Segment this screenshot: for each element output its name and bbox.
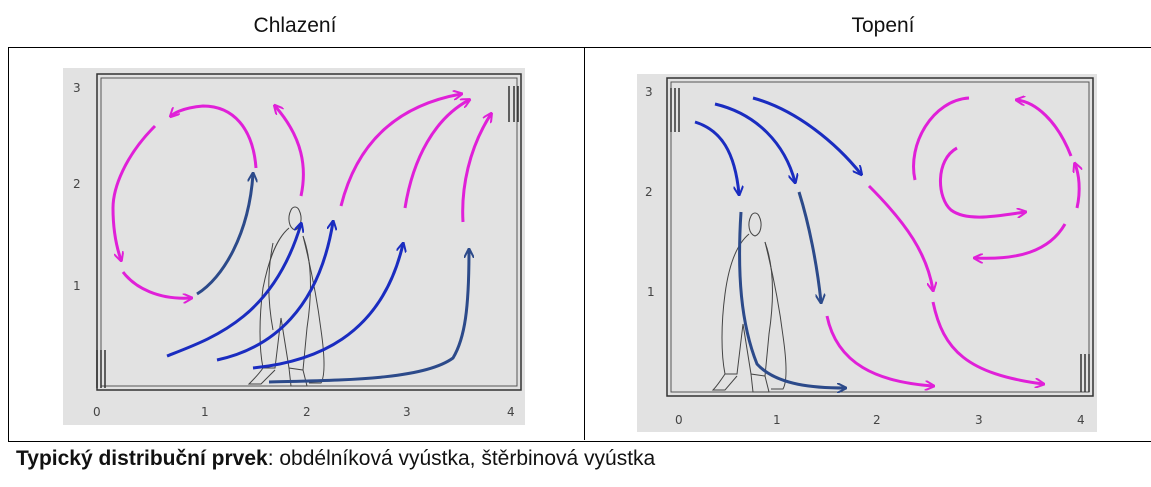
x-tick: 1 — [201, 405, 209, 419]
table-frame — [8, 47, 1151, 442]
airflow-magenta-up — [275, 106, 305, 197]
x-tick: 0 — [675, 413, 683, 427]
x-tick: 3 — [975, 413, 983, 427]
y-tick: 2 — [73, 177, 81, 191]
airflow-blue — [694, 120, 739, 194]
x-tick: 2 — [873, 413, 881, 427]
y-tick: 1 — [647, 285, 655, 299]
airflow-magenta-ring — [912, 96, 970, 181]
cooling-diagram: 3 2 1 0 1 2 3 4 — [63, 68, 525, 425]
outlet-vent-top-right — [508, 86, 519, 122]
x-tick: 1 — [773, 413, 781, 427]
inlet-vent-top-left — [670, 88, 680, 132]
room-walls — [666, 77, 1094, 397]
column-divider — [584, 47, 585, 440]
inlet-vent-bottom-left — [96, 350, 106, 388]
caption-label: Typický distribuční prvek — [16, 447, 268, 470]
airflow-magenta-loop — [171, 104, 258, 169]
person-figure — [247, 206, 325, 387]
x-tick: 0 — [93, 405, 101, 419]
x-tick: 4 — [507, 405, 515, 419]
caption: Typický distribuční prvek: obdélníková v… — [16, 447, 655, 471]
x-tick: 2 — [303, 405, 311, 419]
x-tick: 4 — [1077, 413, 1085, 427]
outlet-vent-bottom-right — [1080, 354, 1090, 392]
y-tick: 3 — [73, 81, 81, 95]
room-walls — [96, 73, 522, 391]
y-tick: 3 — [645, 85, 653, 99]
y-tick: 1 — [73, 279, 81, 293]
cooling-header: Chlazení — [253, 14, 337, 37]
heating-diagram: 3 2 1 0 1 2 3 4 — [637, 74, 1097, 432]
y-tick: 2 — [645, 185, 653, 199]
airflow-blue — [166, 224, 301, 358]
x-tick: 3 — [403, 405, 411, 419]
airflow-magenta — [867, 184, 933, 290]
caption-text: : obdélníková vyústka, štěrbinová vyústk… — [267, 447, 656, 470]
heating-header: Topení — [851, 14, 915, 37]
